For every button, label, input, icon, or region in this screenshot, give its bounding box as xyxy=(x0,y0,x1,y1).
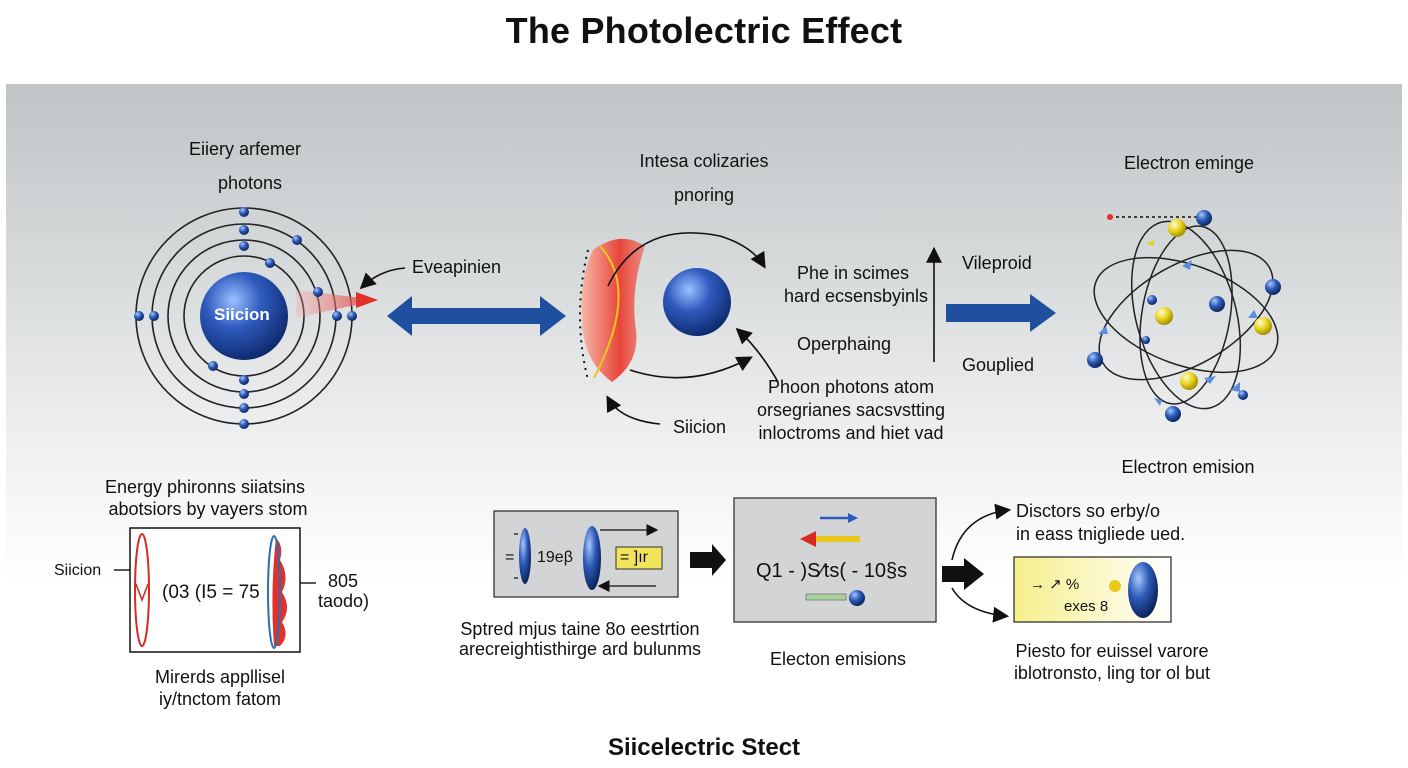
bottom-left-diagram xyxy=(114,527,316,653)
blue-lens-edge xyxy=(267,535,281,649)
ejected-electron xyxy=(1107,214,1113,220)
m1-highlight-text: = ]ır xyxy=(620,549,649,566)
right-heading: Electron eminge xyxy=(1123,153,1255,173)
middle-heading-line1: Intesa colizaries xyxy=(639,151,769,171)
orbit-arc-top xyxy=(607,232,766,287)
label-pointer xyxy=(735,327,779,383)
br-caption-2: iblotronsto, ling tor ol but xyxy=(1013,663,1211,683)
orbit-ellipse xyxy=(1139,225,1233,405)
electron-dots xyxy=(134,207,357,429)
bl-caption-2: iy/tnctom fatom xyxy=(158,689,282,709)
middle-label-2: Operphaing xyxy=(797,334,892,354)
middle-label-3c: inloctroms and hiet vad xyxy=(758,423,944,443)
right-block-arrow xyxy=(946,294,1056,332)
yellow-arc xyxy=(593,245,620,379)
right-label-bottom: Gouplied xyxy=(962,355,1035,375)
bl-heading-line1: Energy phironns siiatsins xyxy=(104,477,306,497)
lens-1 xyxy=(519,528,531,584)
box xyxy=(129,527,301,653)
photon-beam xyxy=(296,290,378,318)
middle-label-3b: orsegrianes sacsvstting xyxy=(756,400,946,420)
right-atom-particles xyxy=(1087,210,1281,422)
m1-box-text: 19eβ xyxy=(537,549,573,566)
m2-caption: Electon emisions xyxy=(769,649,907,669)
bl-formula: (03 (I5 = 75 xyxy=(162,582,260,603)
bracket-left xyxy=(514,533,518,579)
footer-title: Siicelectric Stect xyxy=(607,734,801,761)
orbit-ellipse xyxy=(1130,220,1242,410)
nucleus xyxy=(200,272,288,360)
left-heading-line2: photons xyxy=(217,173,283,193)
middle-collision xyxy=(579,232,942,425)
m1-caption-2: arecreightisthirge ard bulunms xyxy=(458,639,702,659)
green-bar xyxy=(805,593,847,601)
bottom-right-diagram xyxy=(951,503,1172,623)
loop-arrow xyxy=(135,583,149,603)
red-shell xyxy=(581,238,645,382)
middle-label-1a: Phe in scimes xyxy=(796,263,910,283)
right-atom xyxy=(1087,210,1281,422)
black-arrow xyxy=(690,544,726,576)
page-title: The Photolectric Effect xyxy=(505,10,903,51)
yellow-label xyxy=(615,546,663,570)
curve-arrow-down xyxy=(951,587,1010,623)
left-atom xyxy=(134,207,406,429)
atom-ball xyxy=(663,268,731,336)
middle-label-3a: Phoon photons atom xyxy=(767,377,935,397)
bottom-mid2-diagram xyxy=(733,497,937,623)
double-arrow xyxy=(387,296,566,336)
middle-heading-line2: pnoring xyxy=(673,185,735,205)
left-arrow-label: Eveapinien xyxy=(412,257,502,277)
lens-2 xyxy=(583,526,601,590)
curve-arrow-up xyxy=(951,503,1012,561)
bl-side-right-1: 805 xyxy=(328,571,359,591)
bl-caption-1: Mirerds appllisel xyxy=(154,667,286,687)
br-heading-2: in eass tnigliede ued. xyxy=(1016,524,1186,544)
photon-arrowhead xyxy=(356,292,378,308)
blue-ellipse xyxy=(1128,562,1158,618)
label-pointer xyxy=(359,267,406,290)
m1-caption-1: Sptred mjus taine 8o eestrtion xyxy=(460,619,700,639)
middle-label-bottom: Siicion xyxy=(673,417,727,437)
br-caption-1: Piesto for euissel varore xyxy=(1015,641,1209,661)
br-box-line1: → ↗ % xyxy=(1030,576,1080,593)
orbit-ellipse xyxy=(1098,249,1274,381)
orbit-arc-left xyxy=(606,395,661,425)
right-label-top: Vileproid xyxy=(962,253,1032,273)
yellow-bar xyxy=(816,536,860,542)
bl-side-left: Siicion xyxy=(54,562,102,579)
middle-label-1b: hard ecsensbyinls xyxy=(783,286,929,306)
bl-side-right-2: taodo) xyxy=(318,591,370,611)
orbit-ellipse xyxy=(1093,256,1279,374)
right-caption: Electron emision xyxy=(1121,457,1255,477)
box xyxy=(733,497,937,623)
m2-formula: Q1 - )S∕ts( - 10§s xyxy=(756,560,908,582)
br-heading-1: Disctors so erby/o xyxy=(1016,501,1161,521)
black-arrow xyxy=(942,558,984,590)
particle xyxy=(849,590,865,606)
dotted-edge xyxy=(579,249,589,381)
m1-left-text: = xyxy=(505,549,515,566)
bottom-mid1-diagram xyxy=(493,510,679,598)
yellow-dot xyxy=(1109,580,1121,592)
br-box-line2: exes 8 xyxy=(1064,598,1109,615)
red-arrowhead xyxy=(800,531,816,547)
orbit-arc-right xyxy=(629,356,753,379)
left-heading-line1: Eiiery arfemer xyxy=(188,139,302,159)
bl-heading-line2: abotsiors by vayers stom xyxy=(108,499,308,519)
left-loop xyxy=(134,533,150,647)
nucleus-label: Siicion xyxy=(214,305,270,324)
